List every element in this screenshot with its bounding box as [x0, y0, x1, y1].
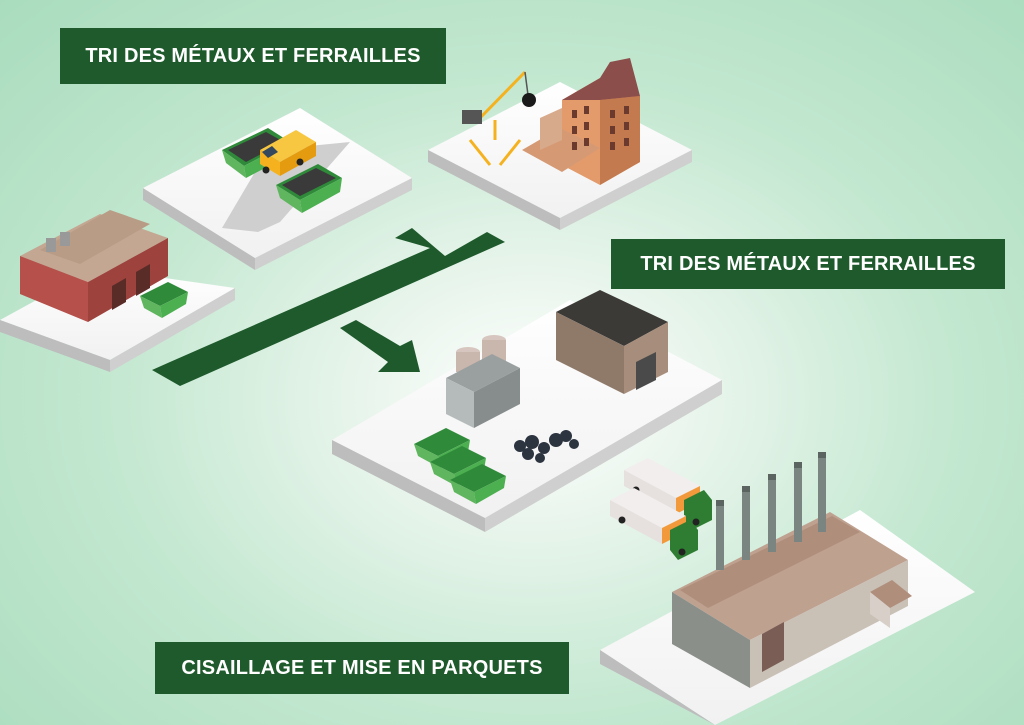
scrap-pile-icon: [514, 430, 579, 463]
crane-cab: [462, 110, 482, 124]
label-sorting-middle: TRI DES MÉTAUX ET FERRAILLES: [611, 239, 1005, 289]
warehouse-building-icon: [20, 210, 168, 322]
truck-icon-2: [610, 488, 698, 560]
wrecking-ball-icon: [522, 93, 536, 107]
sorting-machine-icon: [446, 335, 520, 428]
label-shearing-bottom: CISAILLAGE ET MISE EN PARQUETS: [155, 642, 569, 694]
truck-icon-1: [624, 458, 712, 530]
skip-container-3: [140, 282, 188, 318]
skip-container-group: [414, 428, 506, 504]
factory-building-icon: [672, 452, 912, 688]
storage-building-icon: [556, 290, 668, 394]
skip-container-2: [276, 164, 342, 213]
demolished-building-icon: [522, 58, 640, 185]
crane-icon: [468, 70, 529, 166]
label-sorting-top: TRI DES MÉTAUX ET FERRAILLES: [60, 28, 446, 84]
flow-arrow: [152, 228, 505, 386]
delivery-van-icon: [260, 130, 316, 176]
